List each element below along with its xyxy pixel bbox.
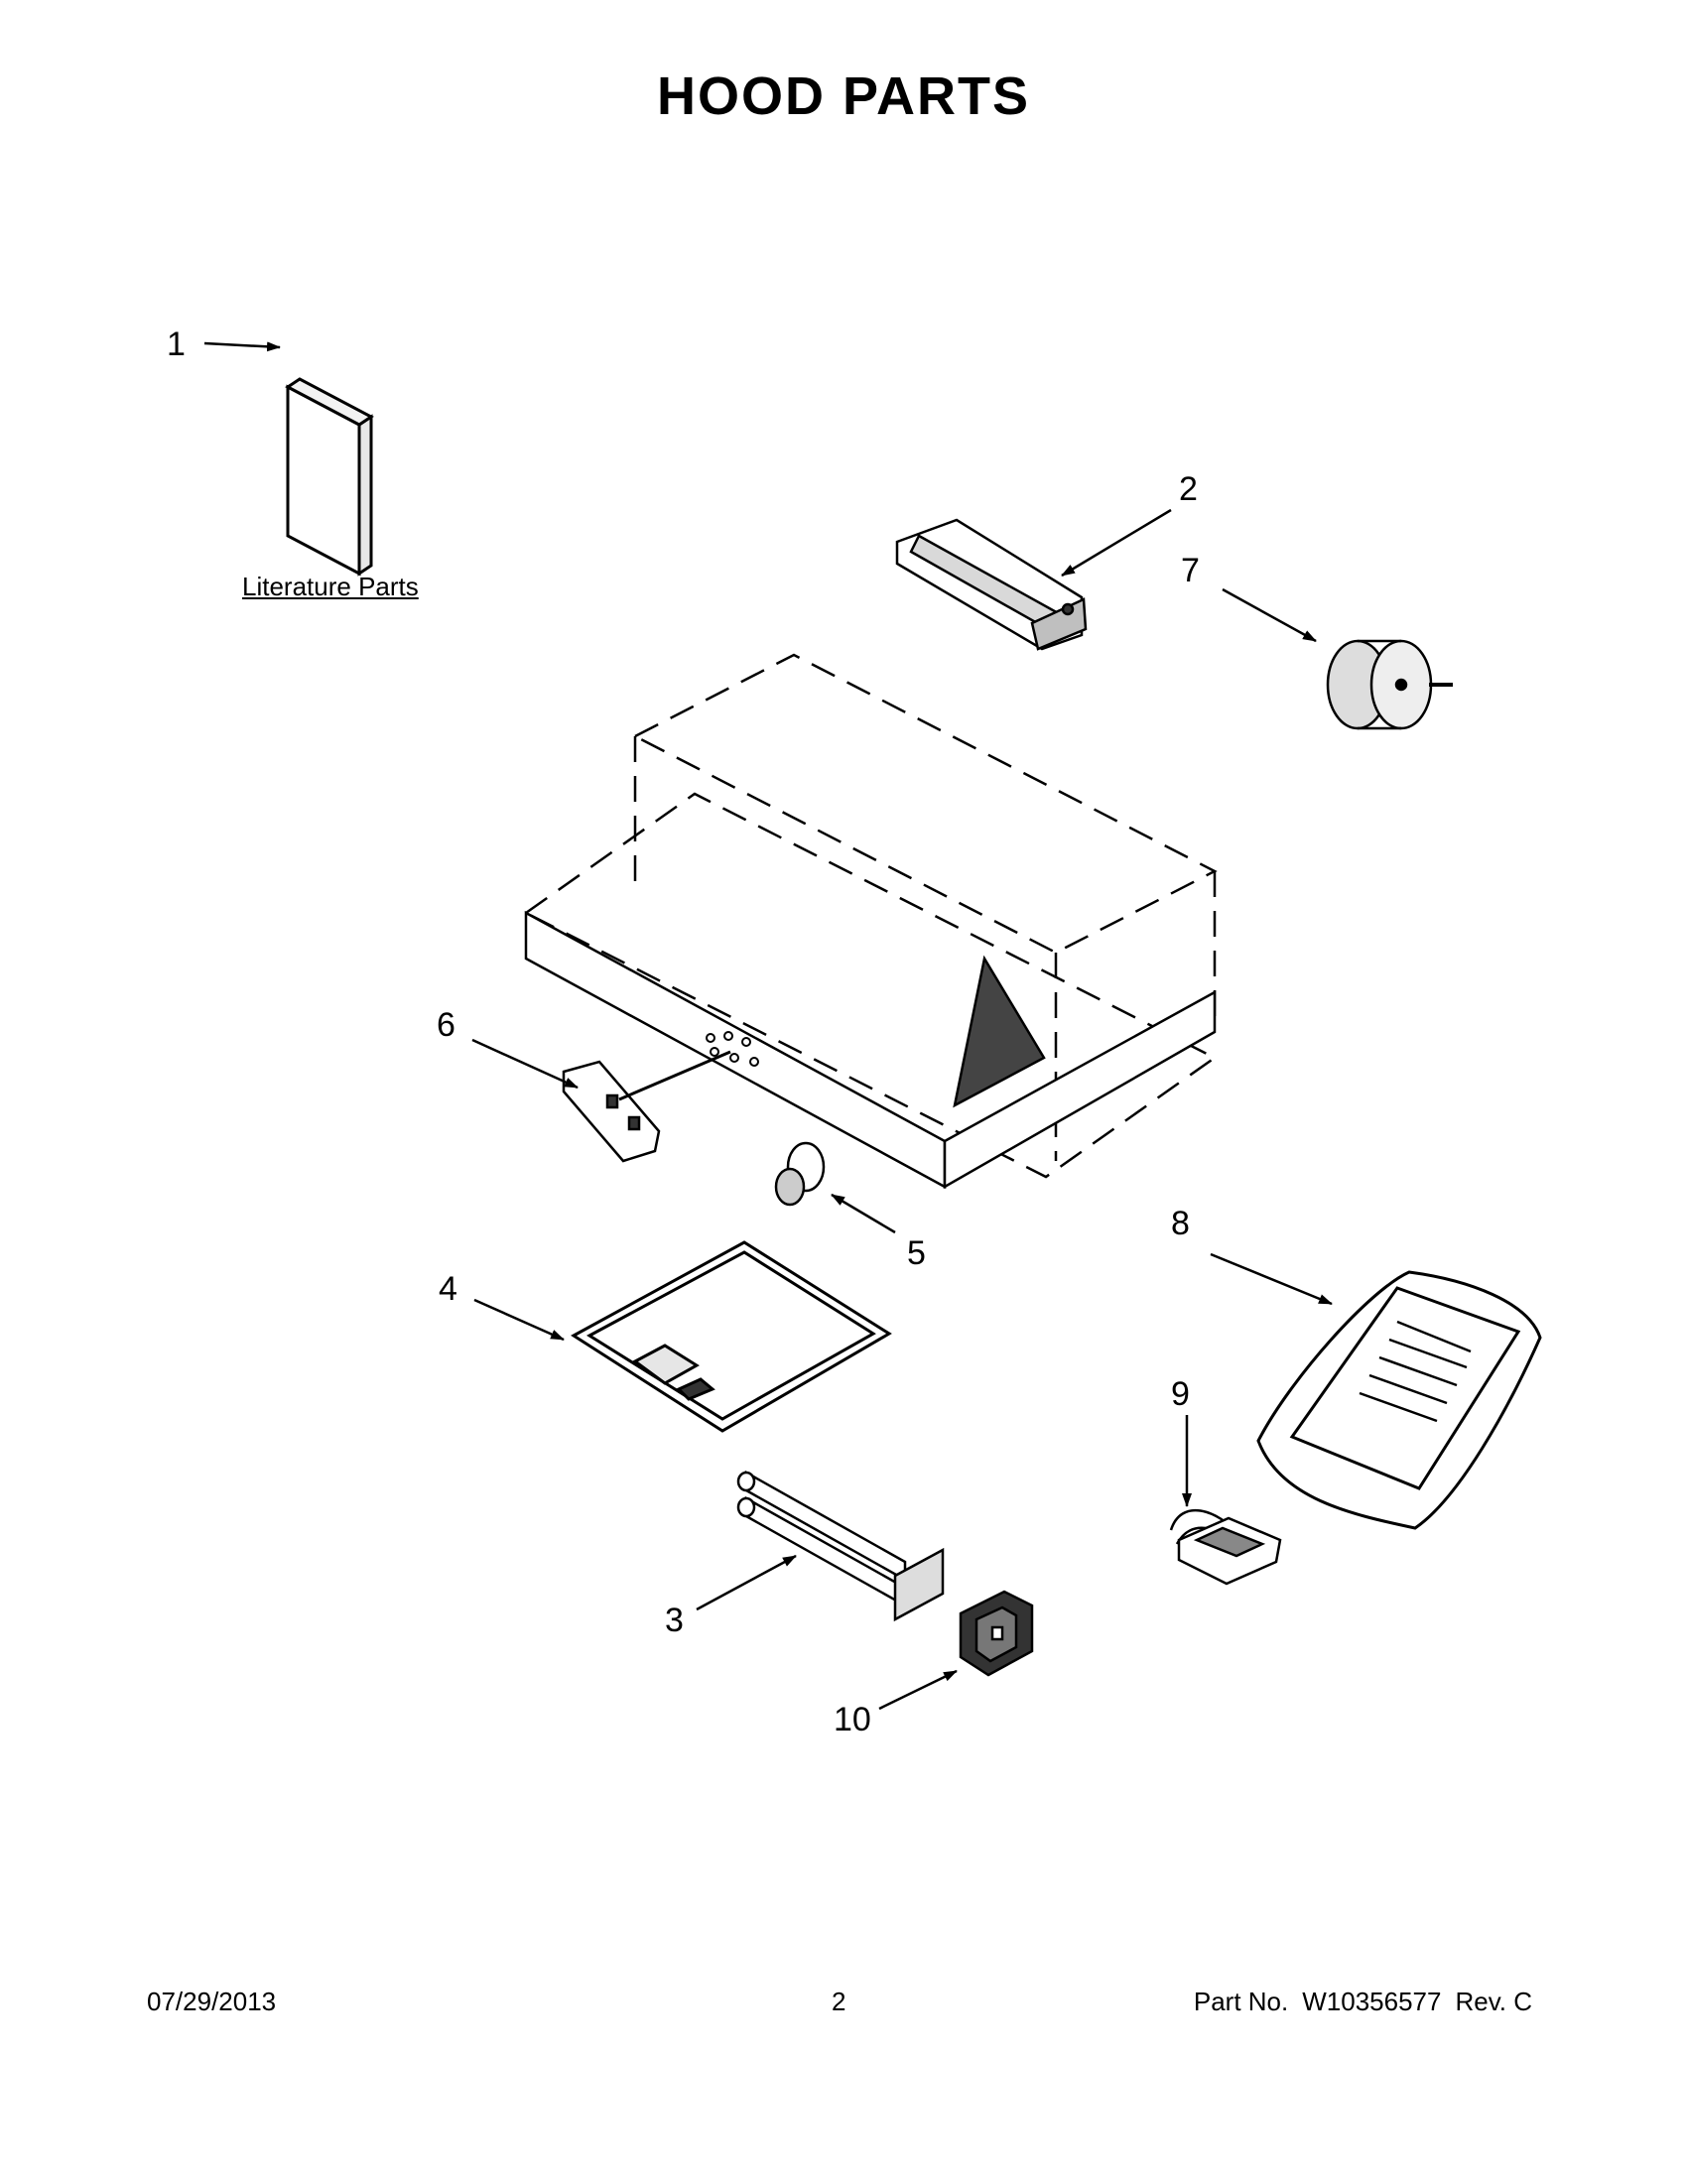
thermal-switch-illustration: [1169, 1508, 1282, 1586]
callout-8: 8: [1171, 1205, 1190, 1242]
callout-4: 4: [439, 1270, 457, 1308]
instruction-sheet-illustration: [1256, 1270, 1542, 1530]
blower-motor-illustration: [1326, 639, 1453, 730]
footer-revision: Rev. C: [1455, 1987, 1532, 2016]
leader-2: [1061, 508, 1172, 578]
leader-10: [878, 1669, 958, 1711]
light-tubes-illustration: [736, 1470, 945, 1622]
footer-part-label: Part No.: [1193, 1987, 1289, 2016]
grease-filter-illustration: [571, 1240, 892, 1433]
leader-8: [1210, 1252, 1333, 1306]
leader-4: [473, 1298, 565, 1342]
callout-1: 1: [167, 325, 186, 363]
page-title: HOOD PARTS: [656, 66, 1030, 126]
callout-6: 6: [437, 1006, 455, 1044]
leader-3: [696, 1554, 797, 1611]
callout-2: 2: [1179, 470, 1198, 508]
leader-7: [1222, 587, 1317, 643]
callout-7: 7: [1181, 552, 1200, 589]
callout-9: 9: [1171, 1375, 1190, 1413]
leader-6: [471, 1038, 579, 1090]
callout-10: 10: [834, 1701, 871, 1738]
footer-part-value: W10356577: [1302, 1987, 1442, 2016]
range-hood-front: [524, 910, 1217, 1190]
footer-date: 07/29/2013: [147, 1987, 277, 2016]
transformer-block-illustration: [959, 1590, 1034, 1677]
switch-assembly-illustration: [562, 1050, 731, 1163]
control-housing-illustration: [895, 518, 1088, 651]
literature-booklet-illustration: [285, 377, 374, 577]
leader-5: [831, 1193, 896, 1234]
callout-5: 5: [907, 1234, 926, 1272]
footer-part-number: Part No. W10356577 Rev. C: [1180, 1987, 1532, 2017]
callout-3: 3: [665, 1602, 684, 1639]
footer-page-number: 2: [832, 1987, 846, 2016]
leader-1: [203, 341, 281, 352]
hood-control-holes: [706, 1031, 759, 1067]
literature-parts-label: Literature Parts: [242, 572, 419, 601]
lamp-socket-illustration: [774, 1141, 826, 1207]
